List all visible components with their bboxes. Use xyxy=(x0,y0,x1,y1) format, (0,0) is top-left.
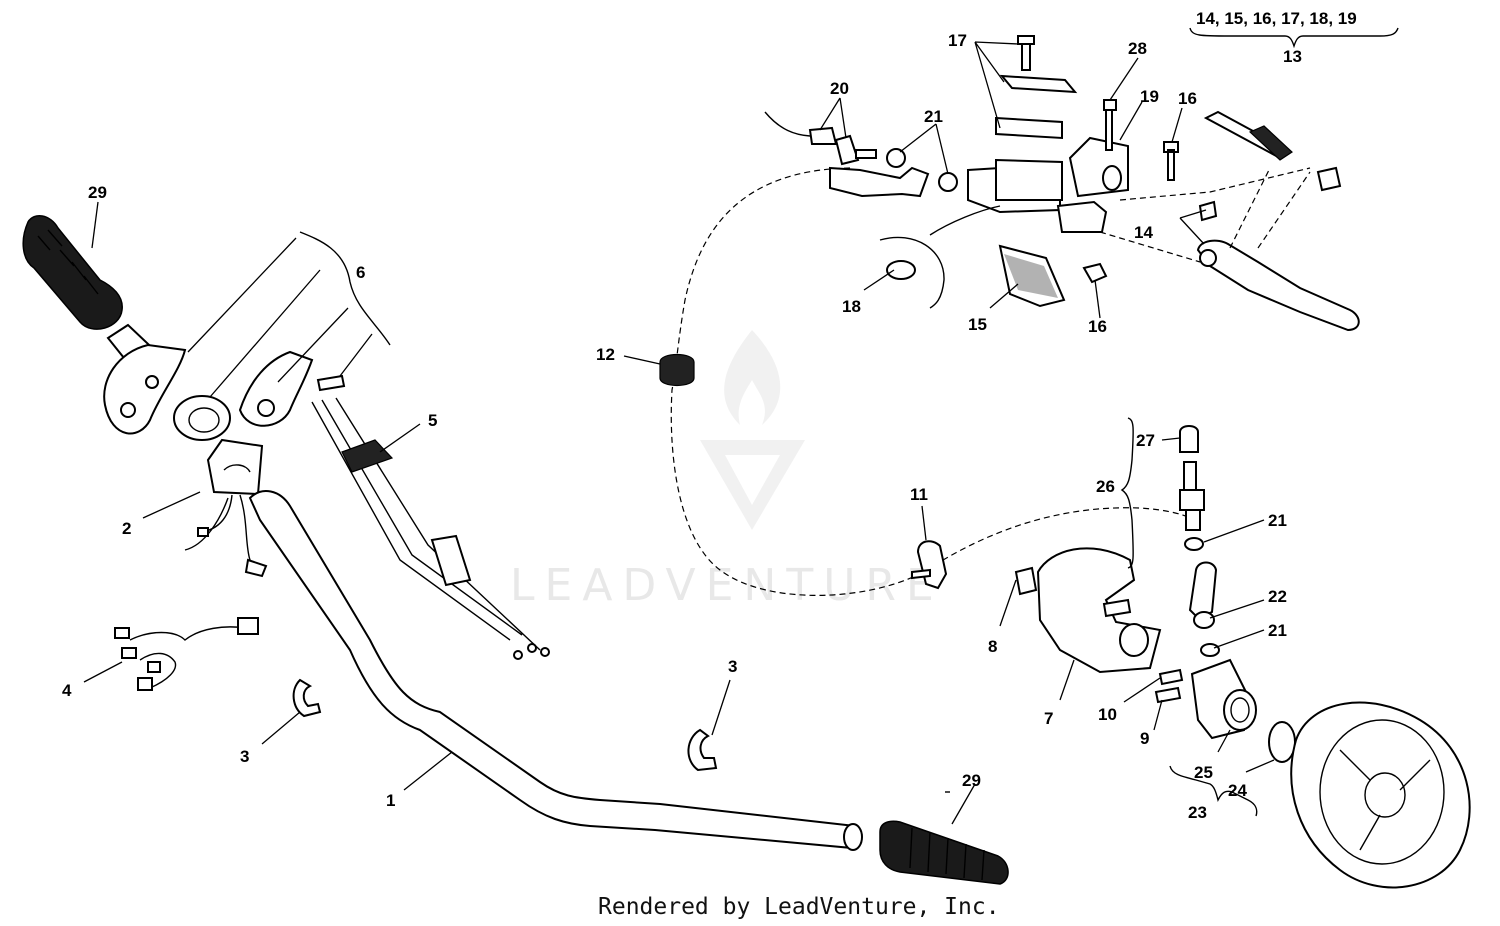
callout-5: 5 xyxy=(428,411,437,430)
callout-1: 1 xyxy=(386,791,395,810)
grip-left xyxy=(22,215,123,330)
callout-28: 28 xyxy=(1128,39,1147,58)
callout-18: 18 xyxy=(842,297,861,316)
callout-21-low: 21 xyxy=(1268,621,1287,640)
callout-8: 8 xyxy=(988,637,997,656)
callout-25: 25 xyxy=(1194,763,1213,782)
handlebar xyxy=(248,490,863,851)
callout-24: 24 xyxy=(1228,781,1247,800)
callout-23: 23 xyxy=(1188,803,1207,822)
callout-12: 12 xyxy=(596,345,615,364)
banjo-fitting xyxy=(1188,561,1220,657)
throttle-housing xyxy=(103,343,346,441)
callout-6: 6 xyxy=(356,263,365,282)
callout-26: 26 xyxy=(1096,477,1115,496)
crankcase-cover xyxy=(1290,701,1471,889)
callout-3-middle: 3 xyxy=(728,657,737,676)
callout-27: 27 xyxy=(1136,431,1155,450)
bleeder-valve xyxy=(1179,425,1205,551)
grommet xyxy=(659,353,695,387)
slave-cylinder xyxy=(1154,658,1296,763)
callout-9: 9 xyxy=(1140,729,1149,748)
callout-16-lower: 16 xyxy=(1088,317,1107,336)
callout-21-top: 21 xyxy=(924,107,943,126)
callout-13: 13 xyxy=(1283,47,1302,66)
callout-17: 17 xyxy=(948,31,967,50)
callout-29-bottom: 29 xyxy=(962,771,981,790)
callout-21-mid: 21 xyxy=(1268,511,1287,530)
clip-left xyxy=(292,678,322,718)
callout-14: 14 xyxy=(1134,223,1153,242)
credit-text: Rendered by LeadVenture, Inc. xyxy=(598,894,1000,920)
callout-29-top: 29 xyxy=(88,183,107,202)
callout-4: 4 xyxy=(62,681,72,700)
watermark-text: LEADVENTURE xyxy=(510,560,944,611)
callout-16-upper: 16 xyxy=(1178,89,1197,108)
grip-right xyxy=(879,820,1009,885)
callout-7: 7 xyxy=(1044,709,1053,728)
banjo-bolt xyxy=(764,111,958,198)
callout-19: 19 xyxy=(1140,87,1159,106)
hose-clamp xyxy=(911,540,948,590)
watermark-logo xyxy=(700,330,805,530)
hydraulic-line xyxy=(670,167,1196,596)
engine-cover xyxy=(1014,547,1162,674)
callout-15: 15 xyxy=(968,315,987,334)
bolt-16-upper xyxy=(1163,141,1179,181)
clip-middle xyxy=(687,728,718,772)
switch-block xyxy=(184,438,268,578)
callout-20: 20 xyxy=(830,79,849,98)
reservoir-cover xyxy=(879,236,1066,309)
nut-16-lower xyxy=(1082,262,1108,284)
group-header-13: 14, 15, 16, 17, 18, 19 xyxy=(1196,9,1357,28)
callout-10: 10 xyxy=(1098,705,1117,724)
callout-2: 2 xyxy=(122,519,131,538)
brake-lever xyxy=(1099,110,1360,332)
callout-11: 11 xyxy=(910,485,928,504)
master-cylinder xyxy=(929,35,1129,236)
callout-22: 22 xyxy=(1268,587,1287,606)
wire-harness xyxy=(114,617,259,691)
callout-3-left: 3 xyxy=(240,747,249,766)
throttle-cables xyxy=(311,397,550,660)
